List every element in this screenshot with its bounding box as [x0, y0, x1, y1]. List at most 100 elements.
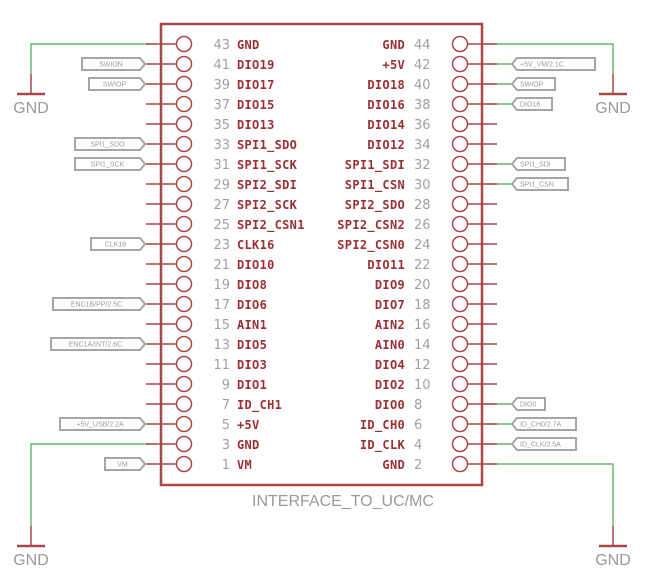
pin-pad-circle[interactable]: [175, 35, 193, 53]
net-label-text: DIO0: [520, 402, 536, 409]
pin-right: 6ID_CH0: [360, 415, 497, 433]
pin-number: 4: [414, 438, 422, 453]
pin-pad-circle[interactable]: [451, 435, 469, 453]
pin-pad-circle[interactable]: [451, 395, 469, 413]
pin-pad-circle[interactable]: [451, 55, 469, 73]
pin-pad-circle[interactable]: [175, 395, 193, 413]
pin-pad-circle[interactable]: [175, 455, 193, 473]
pin-pad-circle[interactable]: [451, 155, 469, 173]
wires: [30, 43, 614, 526]
net-label-text: +5V_VM/2.1C: [520, 62, 564, 69]
pin-pad-circle[interactable]: [451, 255, 469, 273]
pin-name: AIN0: [375, 338, 405, 352]
net-label: SPI1_SCK: [74, 157, 147, 171]
pin-pad-circle[interactable]: [451, 275, 469, 293]
pin-name: ID_CH1: [237, 398, 282, 413]
pin-pad-circle[interactable]: [451, 215, 469, 233]
pin-pad-circle[interactable]: [175, 415, 193, 433]
pin-pad-circle[interactable]: [175, 55, 193, 73]
pin-name: DIO7: [375, 298, 405, 312]
pin-pad-circle[interactable]: [175, 315, 193, 333]
net-label: VM: [104, 457, 147, 471]
pin-pad-circle[interactable]: [451, 295, 469, 313]
net-label: DIO0: [510, 397, 546, 411]
pin-number: 44: [414, 38, 431, 53]
pin-pad-circle[interactable]: [175, 115, 193, 133]
pin-pad-circle[interactable]: [175, 295, 193, 313]
gnd-symbols: GND GND GND GND: [13, 74, 631, 569]
pin-number: 7: [222, 398, 230, 413]
net-label-text: VM: [117, 462, 128, 469]
pin-pad-circle[interactable]: [175, 435, 193, 453]
pin-right: 4ID_CLK: [360, 435, 497, 453]
pin-pad-circle[interactable]: [451, 195, 469, 213]
pin-pad-circle[interactable]: [451, 35, 469, 53]
pin-pad-circle[interactable]: [451, 415, 469, 433]
pin-name: DIO18: [367, 78, 405, 92]
pin-name: GND: [382, 458, 405, 472]
pin-pad-circle[interactable]: [175, 75, 193, 93]
pin-name: VM: [237, 458, 252, 472]
net-label-text: SWIOP: [520, 82, 544, 89]
pin-pad-circle[interactable]: [175, 275, 193, 293]
pin-number: 6: [414, 418, 422, 433]
pin-pad-circle[interactable]: [451, 335, 469, 353]
pin-number: 40: [414, 78, 431, 93]
pin-pad-circle[interactable]: [175, 95, 193, 113]
part-body-outline: [159, 22, 484, 487]
pin-pad-circle[interactable]: [175, 175, 193, 193]
pin-pad-circle[interactable]: [451, 315, 469, 333]
net-label-text: SPI1_SDO: [90, 142, 125, 149]
pin-pad-circle[interactable]: [451, 375, 469, 393]
gnd-label: GND: [595, 552, 631, 569]
pin-name: DIO0: [375, 398, 405, 412]
gnd-symbol: GND: [13, 526, 49, 569]
pin-pad-circle[interactable]: [175, 135, 193, 153]
pin-pad-circle[interactable]: [451, 235, 469, 253]
pin-pad-circle[interactable]: [451, 75, 469, 93]
pin-pad-circle[interactable]: [451, 115, 469, 133]
gnd-label: GND: [13, 552, 49, 569]
pin-name: DIO13: [237, 118, 275, 132]
pin-pad-circle[interactable]: [175, 155, 193, 173]
pin-number: 34: [414, 138, 431, 153]
pin-pad-circle[interactable]: [175, 255, 193, 273]
net-label-text: CLK16: [105, 242, 127, 249]
pin-pad-circle[interactable]: [451, 355, 469, 373]
pin-number: 37: [213, 98, 230, 113]
pin-pad-circle[interactable]: [175, 375, 193, 393]
pin-pad-circle[interactable]: [175, 355, 193, 373]
gnd-symbol: GND: [13, 74, 49, 117]
pin-number: 14: [414, 338, 431, 353]
pin-pad-circle[interactable]: [175, 235, 193, 253]
pin-pad-circle[interactable]: [175, 195, 193, 213]
pin-number: 20: [414, 278, 431, 293]
net-label-text: SWIOP: [103, 82, 127, 89]
pin-pad-circle[interactable]: [451, 175, 469, 193]
net-label-flag-shape: [90, 237, 147, 251]
net-label-flag-shape: [81, 57, 147, 71]
pin-pad-circle[interactable]: [451, 95, 469, 113]
pin-name: SPI1_SDO: [237, 138, 297, 153]
pin-pad-circle[interactable]: [451, 455, 469, 473]
pin-pad-circle[interactable]: [451, 135, 469, 153]
pin-name: DIO11: [367, 258, 405, 272]
pin-number: 29: [213, 178, 230, 193]
pin-pad-circle[interactable]: [175, 215, 193, 233]
net-label-text: ID_CLK/2.5A: [520, 442, 561, 449]
pin-name: SPI2_CSN2: [337, 218, 405, 233]
pin-pad-circle[interactable]: [175, 335, 193, 353]
pin-name: CLK16: [237, 238, 275, 252]
